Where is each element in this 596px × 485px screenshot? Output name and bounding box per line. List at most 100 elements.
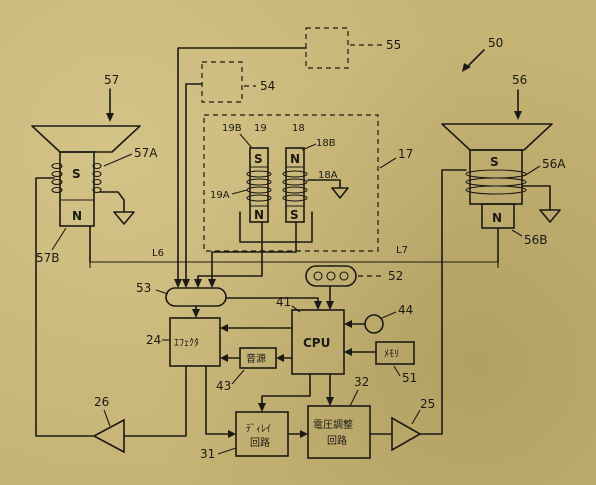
label-18A: 18A: [318, 170, 338, 181]
arrow-44-to-cpu: [344, 320, 352, 328]
arrow-cpu-to-delay: [258, 403, 266, 412]
arrow-cpu-to-voltage: [326, 397, 334, 406]
label-57B: 57B: [36, 251, 60, 265]
arrowhead-57: [106, 113, 114, 122]
label-55: 55: [386, 38, 401, 52]
leader-43: [231, 369, 245, 385]
ground-18-wire: [307, 179, 341, 189]
leader-44: [381, 311, 397, 319]
core-18: [285, 147, 305, 223]
label-51: 51: [402, 371, 417, 385]
arrowhead-56: [514, 111, 522, 120]
label-18: 18: [292, 123, 305, 134]
leader-51: [393, 365, 401, 377]
speaker-57-cone: [31, 125, 141, 153]
label-57: 57: [104, 73, 119, 87]
coil-56A: [465, 169, 527, 195]
core-19: [249, 147, 269, 223]
arrow-55-to-53: [174, 279, 182, 288]
coil-57A: [51, 162, 102, 194]
label-43: 43: [216, 379, 231, 393]
switch-52-knob3: [339, 271, 349, 281]
arrow-53-to-effector: [192, 309, 200, 318]
switch-52-knob1: [313, 271, 323, 281]
label-19B: 19B: [222, 123, 242, 134]
label-50: 50: [488, 36, 503, 50]
label-26: 26: [94, 395, 109, 409]
pole-56-s: S: [490, 155, 499, 169]
leader-56B: [511, 229, 523, 237]
arrow-cpu-to-effector: [220, 324, 228, 332]
voltage-32-box: [307, 405, 371, 459]
wire-18-to-53: [211, 221, 297, 287]
label-52: 52: [388, 269, 403, 283]
connector-53: [165, 287, 227, 307]
cpu-41-label: CPU: [303, 336, 330, 350]
label-19A: 19A: [210, 190, 230, 201]
wire-cpu-to-delay: [261, 373, 311, 411]
pole-57-s: S: [72, 167, 81, 181]
module-17-box: [203, 114, 379, 252]
coil-18A: [282, 170, 308, 202]
wire-amp26-to-speaker57: [35, 177, 95, 437]
leader-32: [349, 389, 359, 407]
speaker-56-cone: [441, 123, 553, 151]
leader-53: [155, 289, 169, 295]
label-17: 17: [398, 147, 413, 161]
knob-44: [364, 314, 384, 334]
leader-31: [217, 447, 237, 455]
wire-effector-to-delay: [205, 365, 235, 435]
effector-24-box: [169, 317, 221, 367]
leader-19B: [239, 133, 253, 149]
wire-amp25-to-speaker56: [419, 169, 467, 435]
wire-53-to-cpu: [225, 297, 319, 309]
pole-18-n: N: [290, 152, 300, 166]
wire-19-to-53: [197, 221, 263, 287]
label-53: 53: [136, 281, 151, 295]
pole-57-n: N: [72, 209, 82, 223]
ground-56-symbol: [539, 209, 561, 223]
label-L7: L7: [396, 245, 408, 256]
effector-24-label: ｴﾌｪｸﾀ: [174, 337, 199, 349]
delay-31-line1: ﾃﾞｨﾚｲ: [246, 423, 271, 435]
leader-19A: [231, 189, 248, 195]
label-56A: 56A: [542, 157, 566, 171]
label-25: 25: [420, 397, 435, 411]
label-56: 56: [512, 73, 527, 87]
speaker-57-magnet: [59, 151, 95, 227]
pole-56-n: N: [492, 211, 502, 225]
arrow-effector-to-delay: [228, 430, 236, 438]
ground-56-wire: [521, 185, 551, 211]
label-56B: 56B: [524, 233, 548, 247]
ground-57-symbol: [113, 211, 135, 225]
voltage-32-line2: 回路: [327, 434, 347, 447]
switch-52-box: [305, 265, 357, 287]
coil-return-wire: [239, 211, 313, 243]
wire-effector-to-amp26: [123, 365, 187, 437]
label-54: 54: [260, 79, 275, 93]
arrow-53-to-cpu: [314, 301, 322, 310]
module-55-box: [305, 27, 349, 69]
label-32: 32: [354, 375, 369, 389]
leader-26: [103, 409, 111, 427]
label-44: 44: [398, 303, 413, 317]
label-57A: 57A: [134, 146, 158, 160]
label-31: 31: [200, 447, 215, 461]
label-18B: 18B: [316, 138, 336, 149]
arrow-19-to-53: [194, 279, 202, 288]
pole-19-s: S: [254, 152, 263, 166]
leader-56A: [523, 165, 541, 177]
label-24: 24: [146, 333, 161, 347]
leader-17: [379, 157, 397, 169]
sound-43-label: 音源: [246, 352, 266, 365]
label-19: 19: [254, 123, 267, 134]
wire-55-to-53: [177, 47, 307, 287]
label-L6: L6: [152, 248, 164, 259]
pole-19-n: N: [254, 208, 264, 222]
label-41: 41: [276, 295, 291, 309]
voltage-32-line1: 電圧調整: [313, 418, 353, 431]
memory-51-label: ﾒﾓﾘ: [384, 349, 399, 360]
arrow-memory-cpu: [344, 348, 352, 356]
pole-18-s: S: [290, 208, 299, 222]
